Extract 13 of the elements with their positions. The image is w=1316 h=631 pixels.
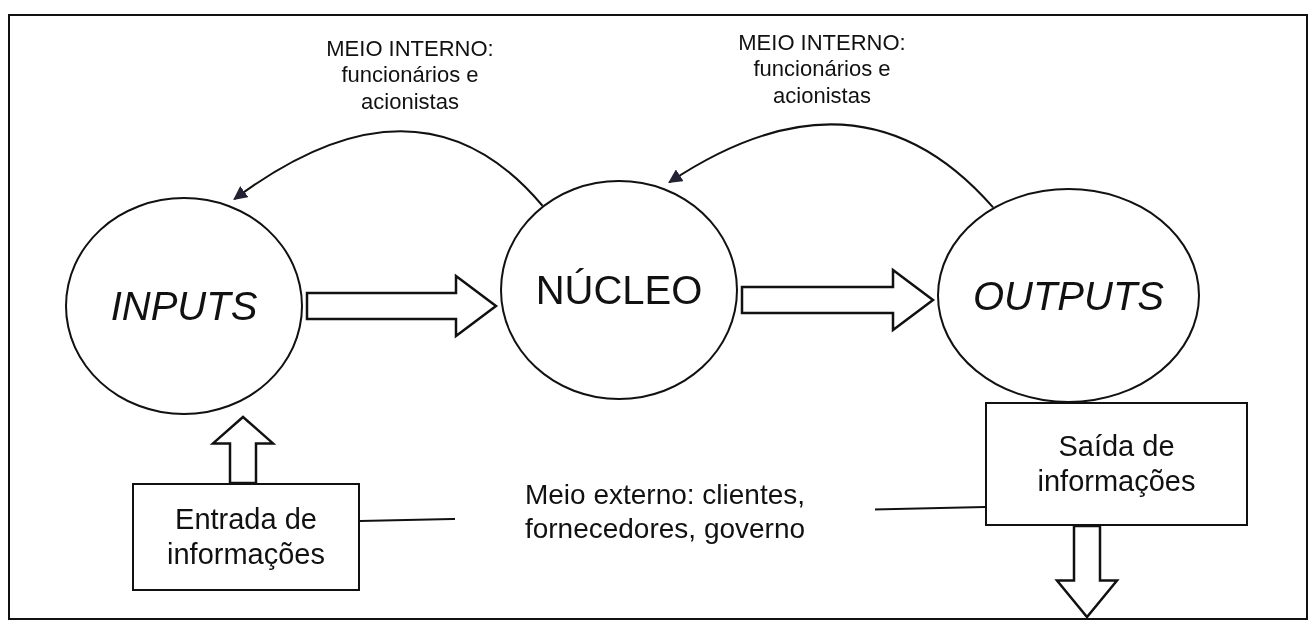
node-label: INPUTS	[109, 283, 259, 330]
node-label: OUTPUTS	[971, 272, 1166, 320]
block-arrow	[305, 273, 499, 339]
node-label: Saída de informações	[1036, 429, 1197, 499]
process-box	[132, 483, 360, 591]
block-arrow	[740, 267, 936, 333]
node-label: NÚCLEO	[534, 267, 704, 314]
process-box	[985, 402, 1248, 526]
curved-arrow	[233, 130, 544, 207]
curved-arrow	[668, 123, 995, 209]
block-arrow	[209, 415, 277, 485]
block-arrow	[1054, 524, 1120, 619]
node-label: Entrada de informações	[166, 502, 326, 572]
